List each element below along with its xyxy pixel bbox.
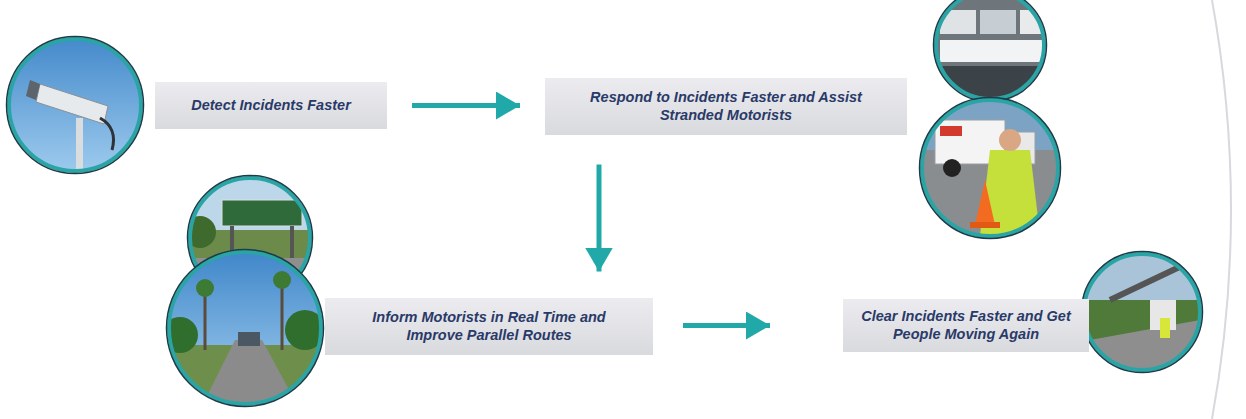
step-text: Detect Incidents Faster [191, 96, 351, 114]
control-room-photo [930, 0, 1050, 106]
process-banner: Inform Motorists in Real Time and Improv… [325, 298, 653, 355]
decor-curve [1212, 0, 1231, 419]
flow-arrow [412, 103, 520, 108]
flow-arrow [683, 323, 770, 328]
step-text: Inform Motorists in Real Time and Improv… [367, 308, 612, 344]
process-banner: Clear Incidents Faster and Get People Mo… [843, 299, 1089, 352]
camera-photo [0, 30, 160, 198]
flow-arrow [597, 165, 602, 272]
step-text: Respond to Incidents Faster and Assist S… [561, 88, 891, 124]
process-banner: Respond to Incidents Faster and Assist S… [545, 78, 907, 135]
process-banner: Detect Incidents Faster [155, 82, 387, 129]
clearance-photo [1080, 250, 1205, 380]
parallel-route-photo [162, 250, 325, 415]
step-text: Clear Incidents Faster and Get People Mo… [857, 307, 1075, 343]
tow-service-photo [915, 95, 1065, 250]
